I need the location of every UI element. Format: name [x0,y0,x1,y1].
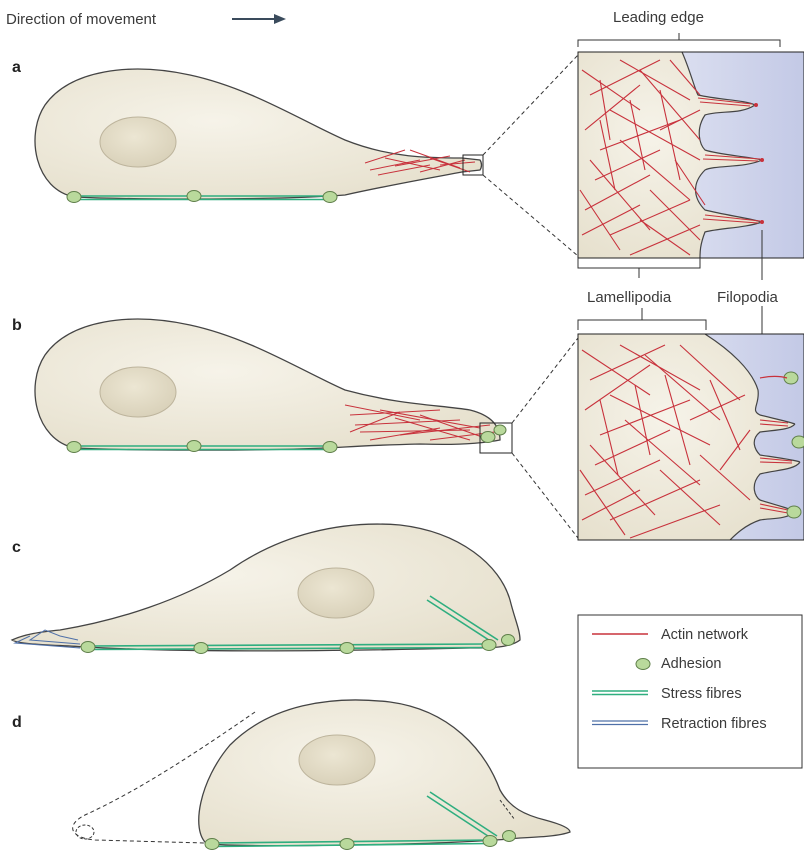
cell-body-d [199,700,570,846]
legend-label-actin: Actin network [661,627,749,643]
direction-label: Direction of movement [6,11,157,28]
nucleus-a [100,117,176,167]
adhesion-d-1 [205,839,219,850]
lamellipodia-bracket [578,258,700,278]
cell-d [73,700,570,850]
direction-arrow-icon [232,14,286,24]
cell-a [35,69,483,202]
adhesion-c-3 [340,643,354,654]
cell-b [35,319,512,453]
inset-b [578,334,804,540]
zoom-lines-a [483,55,578,256]
adhesion-inset-b-2 [792,436,804,448]
zoom-lines-b [512,338,578,538]
adhesion-c-4 [482,640,496,651]
adhesion-c-2 [194,643,208,654]
adhesion-a-1 [67,192,81,203]
cell-body-c [12,524,520,651]
adhesion-inset-b-3 [787,506,801,518]
nucleus-c [298,568,374,618]
adhesion-a-2 [187,191,201,202]
adhesion-b-4 [481,432,495,443]
adhesion-b-2 [187,441,201,452]
adhesion-b-3 [323,442,337,453]
nucleus-b [100,367,176,417]
legend-label-stress: Stress fibres [661,686,742,702]
panel-letter-a: a [12,59,21,76]
lamellipodia-label: Lamellipodia [587,289,672,306]
panel-letter-d: d [12,714,22,731]
adhesion-swatch [636,659,650,670]
adhesion-b-5 [494,425,506,435]
legend-label-adhesion: Adhesion [661,656,721,672]
detached-adhesion-d [76,825,94,839]
panel-letter-c: c [12,539,21,556]
legend: Actin network Adhesion Stress fibres Ret… [578,615,802,768]
filopodia-label: Filopodia [717,289,779,306]
adhesion-c-1 [81,642,95,653]
adhesion-d-4 [503,831,516,842]
adhesion-b-1 [67,442,81,453]
leading-edge-label: Leading edge [613,9,704,26]
adhesion-d-3 [483,836,497,847]
panel-letter-b: b [12,317,22,334]
lamellipodia-bracket-b [578,308,706,330]
cell-c [12,524,520,653]
adhesion-a-3 [323,192,337,203]
legend-label-retraction: Retraction fibres [661,716,767,732]
inset-a [578,52,804,258]
adhesion-c-5 [502,635,515,646]
adhesion-d-2 [340,839,354,850]
leading-edge-bracket [578,33,780,47]
nucleus-d [299,735,375,785]
